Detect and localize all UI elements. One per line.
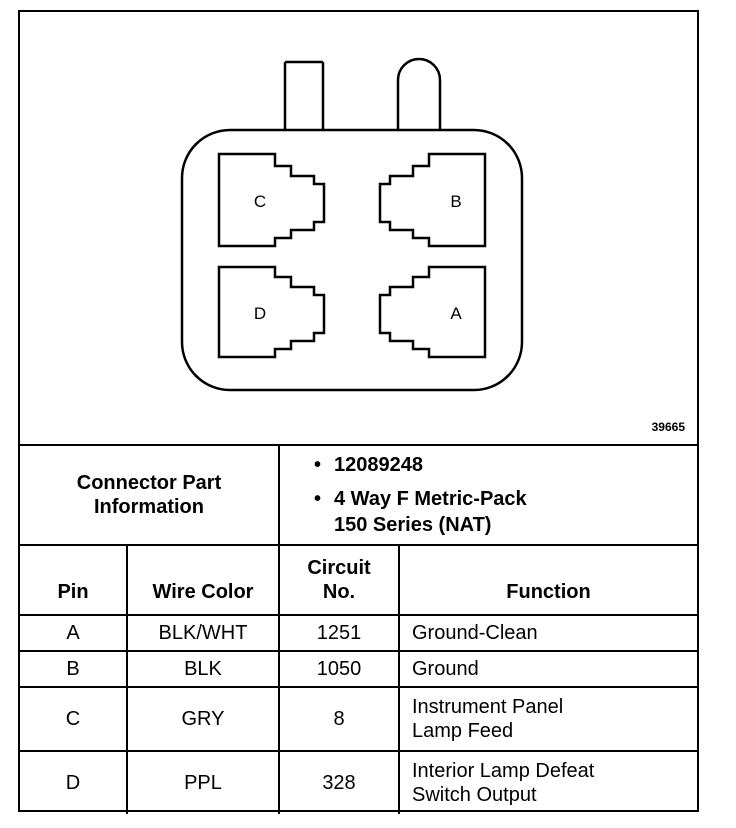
cell-pin: D [20, 750, 128, 814]
header-pin: Pin [20, 544, 128, 616]
pin-label-d: D [254, 304, 266, 323]
cell-wire-color: BLK/WHT [126, 614, 280, 652]
part-info-label: Connector Part Information [20, 444, 280, 546]
connector-body [180, 128, 524, 392]
cell-pin: B [20, 650, 128, 688]
cell-function: Ground-Clean [397, 614, 698, 652]
table-row: C GRY 8 Instrument Panel Lamp Feed [20, 686, 698, 752]
cell-circuit: 328 [278, 750, 400, 814]
bullet-icon: • [314, 488, 322, 510]
cell-function-line1: Ground-Clean [412, 622, 538, 644]
cell-wire-color: GRY [126, 686, 280, 752]
part-info-label-line2: Information [94, 496, 204, 518]
header-circuit: Circuit No. [278, 544, 400, 616]
part-info-label-line1: Connector Part [76, 472, 222, 494]
table-row: B BLK 1050 Ground [20, 650, 698, 688]
cell-function-line2: Switch Output [412, 784, 537, 806]
cell-pin: A [20, 614, 128, 652]
header-circuit-line1: Circuit [307, 557, 371, 579]
cell-circuit: 8 [278, 686, 400, 752]
cavity-a [378, 265, 487, 359]
cell-function: Instrument Panel Lamp Feed [397, 686, 698, 752]
header-circuit-line2: No. [322, 581, 356, 603]
cell-function-line1: Instrument Panel [412, 696, 564, 718]
part-info-values: • 12089248 • 4 Way F Metric-Pack 150 Ser… [277, 444, 698, 546]
header-function: Function [397, 544, 698, 616]
cavity-d [217, 265, 326, 359]
cell-function-line1: Interior Lamp Defeat [412, 760, 595, 782]
cell-circuit: 1251 [278, 614, 400, 652]
connector-diagram: C B D A 39665 [20, 12, 697, 444]
part-description-line2: 150 Series (NAT) [334, 514, 492, 536]
cell-pin: C [20, 686, 128, 752]
part-number-item: • 12089248 [310, 452, 697, 478]
cavity-b [378, 152, 487, 248]
header-wire-color: Wire Color [126, 544, 280, 616]
part-description-line1: 4 Way F Metric-Pack [334, 488, 527, 510]
cell-function-line1: Ground [412, 658, 479, 680]
connector-face-drawing: C B D A [180, 57, 524, 392]
table-header-row: Pin Wire Color Circuit No. Function [20, 544, 698, 616]
cavity-c [217, 152, 326, 248]
figure-number: 39665 [651, 420, 685, 434]
table-row: D PPL 328 Interior Lamp Defeat Switch Ou… [20, 750, 698, 814]
cell-function: Interior Lamp Defeat Switch Output [397, 750, 698, 814]
table-row: A BLK/WHT 1251 Ground-Clean [20, 614, 698, 652]
pinout-table: Connector Part Information • 12089248 • … [20, 444, 698, 814]
part-info-row: Connector Part Information • 12089248 • … [20, 444, 698, 546]
cell-wire-color: BLK [126, 650, 280, 688]
pin-label-a: A [450, 304, 462, 323]
latch-tab-square [283, 60, 325, 130]
pin-label-b: B [450, 192, 461, 211]
pin-label-c: C [254, 192, 266, 211]
connector-info-frame: C B D A 39665 Connector Part Information… [18, 10, 699, 814]
latch-tab-round [396, 57, 442, 130]
cell-wire-color: PPL [126, 750, 280, 814]
cell-function-line2: Lamp Feed [412, 720, 514, 742]
cell-circuit: 1050 [278, 650, 400, 688]
part-description-item: • 4 Way F Metric-Pack [310, 486, 697, 512]
bullet-icon: • [314, 454, 322, 476]
cell-function: Ground [397, 650, 698, 688]
part-number: 12089248 [334, 454, 423, 476]
